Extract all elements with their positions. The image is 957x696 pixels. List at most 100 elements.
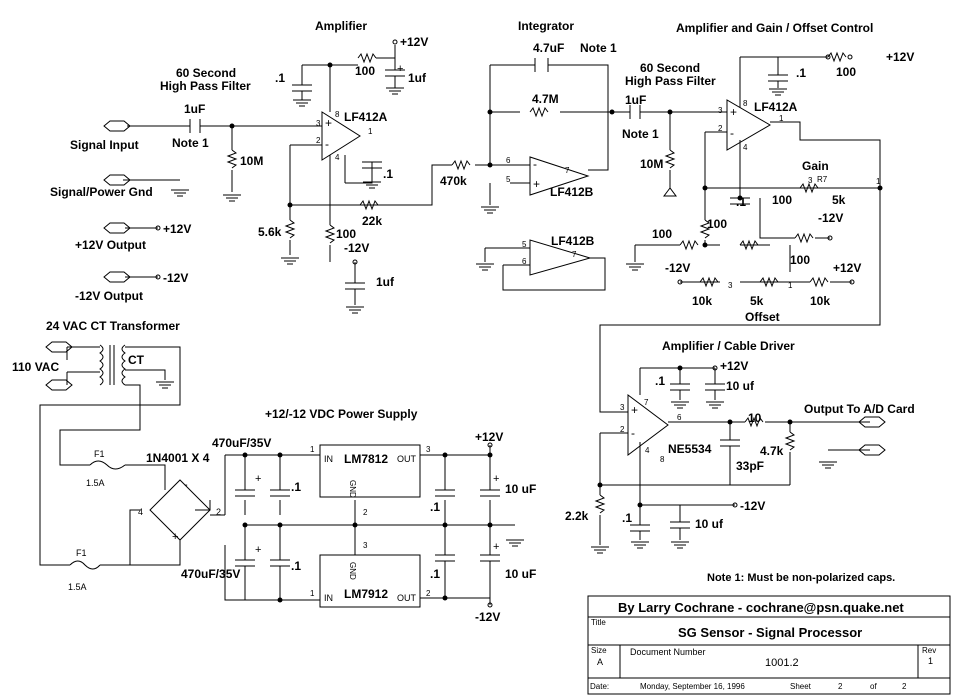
schematic-label: Size <box>591 646 607 655</box>
schematic-label: + <box>631 403 638 417</box>
schematic-label: Sheet <box>790 682 812 691</box>
schematic-label: 100 <box>652 227 672 241</box>
schematic-label: of <box>870 682 877 691</box>
schematic-label: .1 <box>291 480 301 494</box>
opamp-lf412b-2 <box>529 239 592 276</box>
resistor-100-a <box>357 52 377 64</box>
schematic-label: 4.7M <box>532 92 559 106</box>
schematic-label: 100 <box>355 64 375 78</box>
schematic-label: +12V <box>720 359 748 373</box>
title-block-frame <box>587 595 951 695</box>
schematic-label: 5 <box>506 175 511 184</box>
schematic-label: 100 <box>336 227 356 241</box>
components <box>45 39 951 695</box>
schematic-label: Gain <box>802 159 829 173</box>
schematic-label: 8 <box>335 110 340 119</box>
schematic-label: + <box>730 105 737 119</box>
schematic-label: -12V <box>344 241 369 255</box>
schematic-label: + <box>255 473 261 485</box>
schematic-label: 33pF <box>736 459 764 473</box>
section-amp-gain-offset: Amplifier and Gain / Offset Control <box>676 21 873 35</box>
resistor-100-c <box>827 51 847 63</box>
schematic-label: 1 <box>779 114 784 123</box>
schematic-label: NE5534 <box>668 442 712 456</box>
schematic-label: +12V <box>833 261 861 275</box>
resistor-4.7k <box>784 431 796 451</box>
schematic-label: 3 <box>363 541 368 550</box>
resistor-4.7m <box>529 106 549 118</box>
schematic-label: + <box>172 531 178 543</box>
resistor-100-e <box>699 219 711 239</box>
schematic-label: 470uF/35V <box>181 567 240 581</box>
schematic-label: 10 uF <box>505 482 536 496</box>
schematic-label: A <box>597 657 603 667</box>
schematic-label: +12V <box>475 430 503 444</box>
p12-output-label: +12V Output <box>75 238 146 252</box>
section-cable-driver: Amplifier / Cable Driver <box>662 339 795 353</box>
resistor-10 <box>744 416 764 428</box>
resistor-5.6k <box>284 219 296 239</box>
schematic-label: 1N4001 X 4 <box>146 451 210 465</box>
schematic-label: 2 <box>902 682 907 691</box>
resistor-100-f <box>679 239 699 251</box>
signal-input-label: Signal Input <box>70 138 139 152</box>
schematic-label: 3 <box>426 445 431 454</box>
resistor-100-d <box>794 232 814 244</box>
date: Monday, September 16, 1996 <box>640 682 745 691</box>
schematic-label: .1 <box>275 71 285 85</box>
capacitor-10uf-d <box>480 540 500 565</box>
resistor-10m-b <box>664 149 676 169</box>
schematic-label: - <box>631 426 635 440</box>
schematic-label: LF412A <box>344 110 388 124</box>
schematic-label: IN <box>324 454 333 464</box>
section-transformer: 24 VAC CT Transformer <box>46 319 180 333</box>
schematic-label: .1 <box>383 167 393 181</box>
capacitor-1uf-in <box>189 119 201 133</box>
schematic-label: 1 <box>928 656 933 666</box>
schematic-label: -12V <box>665 261 690 275</box>
note-caps: Note 1: Must be non-polarized caps. <box>707 572 895 584</box>
schematic-label: + <box>325 116 332 130</box>
schematic-label: OUT <box>397 454 417 464</box>
schematic-label: 6 <box>677 413 682 422</box>
schematic-label: 1.5A <box>86 478 105 488</box>
schematic-label: R7 <box>817 175 828 184</box>
capacitor-1uf-b <box>345 282 365 305</box>
schematic-label: 7 <box>565 166 570 175</box>
schematic-label: 2 <box>216 507 221 517</box>
signal-gnd-label: Signal/Power Gnd <box>50 185 153 199</box>
schematic-label: 7 <box>644 398 649 407</box>
schematic-label: .1 <box>736 195 746 209</box>
schematic-label: LM7812 <box>344 452 388 466</box>
schematic-label: + <box>533 177 540 191</box>
labels: Amplifier Integrator Amplifier and Gain … <box>12 19 936 691</box>
schematic-label: -12V <box>475 610 500 624</box>
schematic-label: 5k <box>832 193 846 207</box>
schematic-label: 100 <box>772 193 792 207</box>
resistor-100-b <box>324 224 336 244</box>
schematic-label: 5.6k <box>258 225 282 239</box>
schematic-label: - <box>730 126 734 140</box>
resistor-470k <box>451 159 471 171</box>
schematic-label: 4 <box>138 507 143 517</box>
capacitor-4.7uf <box>534 58 549 72</box>
schematic-label: F1 <box>76 548 87 558</box>
schematic-label: 4.7uF <box>533 41 564 55</box>
schematic-label: 4 <box>645 446 650 455</box>
schematic-label: +12V <box>163 222 191 236</box>
regulator-lm7812 <box>319 444 421 498</box>
regulator-lm7912 <box>319 554 421 608</box>
schematic-label: .1 <box>291 559 301 573</box>
schematic-label: LF412A <box>754 100 798 114</box>
schematic-label: 10 uf <box>695 517 724 531</box>
schematic-label: 3 <box>808 176 813 185</box>
schematic-label: + <box>397 63 403 75</box>
schematic-label: Offset <box>745 310 780 324</box>
schematic-label: + <box>493 541 499 553</box>
schematic-label: Note 1 <box>172 136 209 150</box>
capacitor-p1-h <box>270 540 290 575</box>
resistor-10k-a <box>699 276 719 288</box>
schematic-label: LF412B <box>550 185 594 199</box>
schematic-label: 4 <box>743 143 748 152</box>
opamp-lf412a-1 <box>321 111 361 161</box>
